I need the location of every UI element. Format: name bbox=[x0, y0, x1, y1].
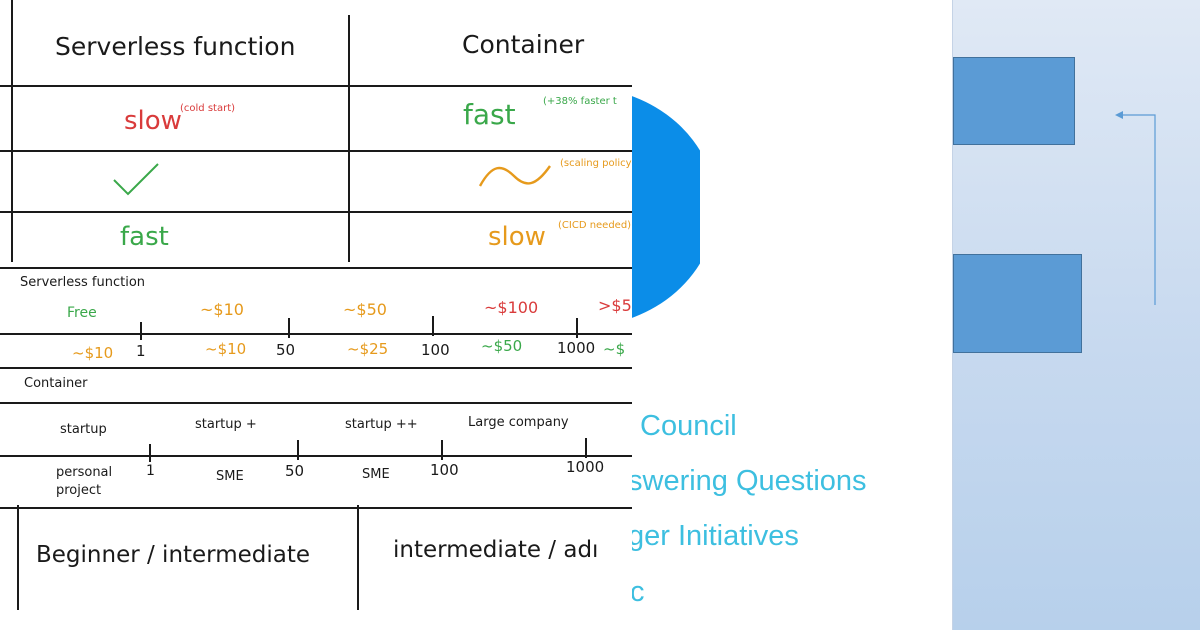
tier-startup-plus-plus: startup ++ bbox=[345, 417, 418, 432]
slide-text-c: c bbox=[630, 576, 645, 608]
column-header-serverless: Serverless function bbox=[55, 32, 296, 61]
tier-startup: startup bbox=[60, 422, 107, 437]
divider bbox=[0, 333, 632, 335]
audience-tick-label-100: 100 bbox=[430, 461, 459, 479]
serverless-price-2: ~$10 bbox=[200, 300, 244, 319]
scale-label-50: 50 bbox=[276, 341, 296, 359]
divider bbox=[0, 267, 632, 269]
divider bbox=[17, 505, 19, 610]
divider bbox=[0, 455, 632, 457]
audience-tick-label-1: 1 bbox=[146, 463, 155, 479]
serverless-speed-value: slow bbox=[124, 106, 182, 136]
divider bbox=[0, 85, 632, 87]
segment-personal-project: personal project bbox=[56, 465, 113, 498]
scale-label-100: 100 bbox=[421, 341, 450, 359]
audience-tick bbox=[441, 440, 443, 460]
column-header-container: Container bbox=[462, 30, 585, 59]
tier-large-company: Large company bbox=[468, 415, 569, 430]
blue-rectangle-top bbox=[953, 57, 1075, 145]
container-price-1: ~$10 bbox=[72, 344, 114, 362]
serverless-speed-note: (cold start) bbox=[180, 103, 236, 114]
slide-text-answering-questions: swering Questions bbox=[628, 465, 867, 497]
scale-label-1: 1 bbox=[136, 342, 146, 360]
serverless-price-3: ~$50 bbox=[343, 300, 387, 319]
serverless-deploy-value: fast bbox=[120, 222, 169, 252]
container-deploy-value: slow bbox=[488, 222, 546, 252]
audience-tick bbox=[297, 440, 299, 460]
audience-tick-label-1000: 1000 bbox=[566, 458, 605, 476]
slide-text-initiatives: ger Initiatives bbox=[628, 520, 799, 552]
serverless-cost-label: Serverless function bbox=[20, 275, 146, 290]
tier-startup-plus: startup + bbox=[195, 417, 257, 432]
container-deploy-note: (CICD needed) bbox=[558, 220, 632, 231]
serverless-price-5: >$5( bbox=[598, 296, 632, 315]
audience-tick bbox=[585, 438, 587, 458]
checkmark-icon bbox=[113, 163, 159, 196]
divider bbox=[0, 150, 632, 152]
wave-icon bbox=[478, 165, 551, 187]
scale-tick bbox=[576, 318, 578, 338]
skill-container: intermediate / adı bbox=[393, 537, 599, 563]
connector-arrow bbox=[1115, 111, 1156, 305]
divider bbox=[0, 211, 632, 213]
blue-rectangle-bottom bbox=[953, 254, 1082, 353]
container-price-2: ~$10 bbox=[205, 340, 247, 358]
container-price-3: ~$25 bbox=[347, 340, 389, 358]
audience-tick bbox=[149, 444, 151, 462]
divider bbox=[11, 0, 13, 262]
scale-tick bbox=[288, 318, 290, 338]
container-price-5: ~$ bbox=[603, 340, 626, 358]
audience-tick-label-50: 50 bbox=[285, 462, 305, 480]
segment-sme-1: SME bbox=[216, 469, 244, 484]
container-scaling-note: (scaling policy) bbox=[560, 158, 632, 169]
comparison-sketch: Serverless function Container slow (cold… bbox=[0, 0, 632, 610]
container-speed-value: fast bbox=[463, 98, 516, 131]
slide-panel bbox=[952, 0, 1200, 630]
serverless-price-4: ~$100 bbox=[484, 298, 539, 317]
divider bbox=[357, 505, 359, 610]
container-speed-note: (+38% faster t bbox=[543, 96, 617, 107]
divider bbox=[0, 402, 632, 404]
divider bbox=[0, 507, 632, 509]
divider bbox=[348, 15, 350, 262]
segment-sme-2: SME bbox=[362, 467, 390, 482]
serverless-price-1: Free bbox=[67, 305, 97, 321]
container-price-4: ~$50 bbox=[481, 337, 523, 355]
scale-tick bbox=[140, 322, 142, 340]
scale-label-1000: 1000 bbox=[557, 339, 596, 357]
divider bbox=[0, 367, 632, 369]
slide-text-council: Council bbox=[640, 410, 737, 442]
container-cost-label: Container bbox=[24, 376, 88, 391]
scale-tick bbox=[432, 316, 434, 336]
skill-serverless: Beginner / intermediate bbox=[36, 542, 311, 568]
